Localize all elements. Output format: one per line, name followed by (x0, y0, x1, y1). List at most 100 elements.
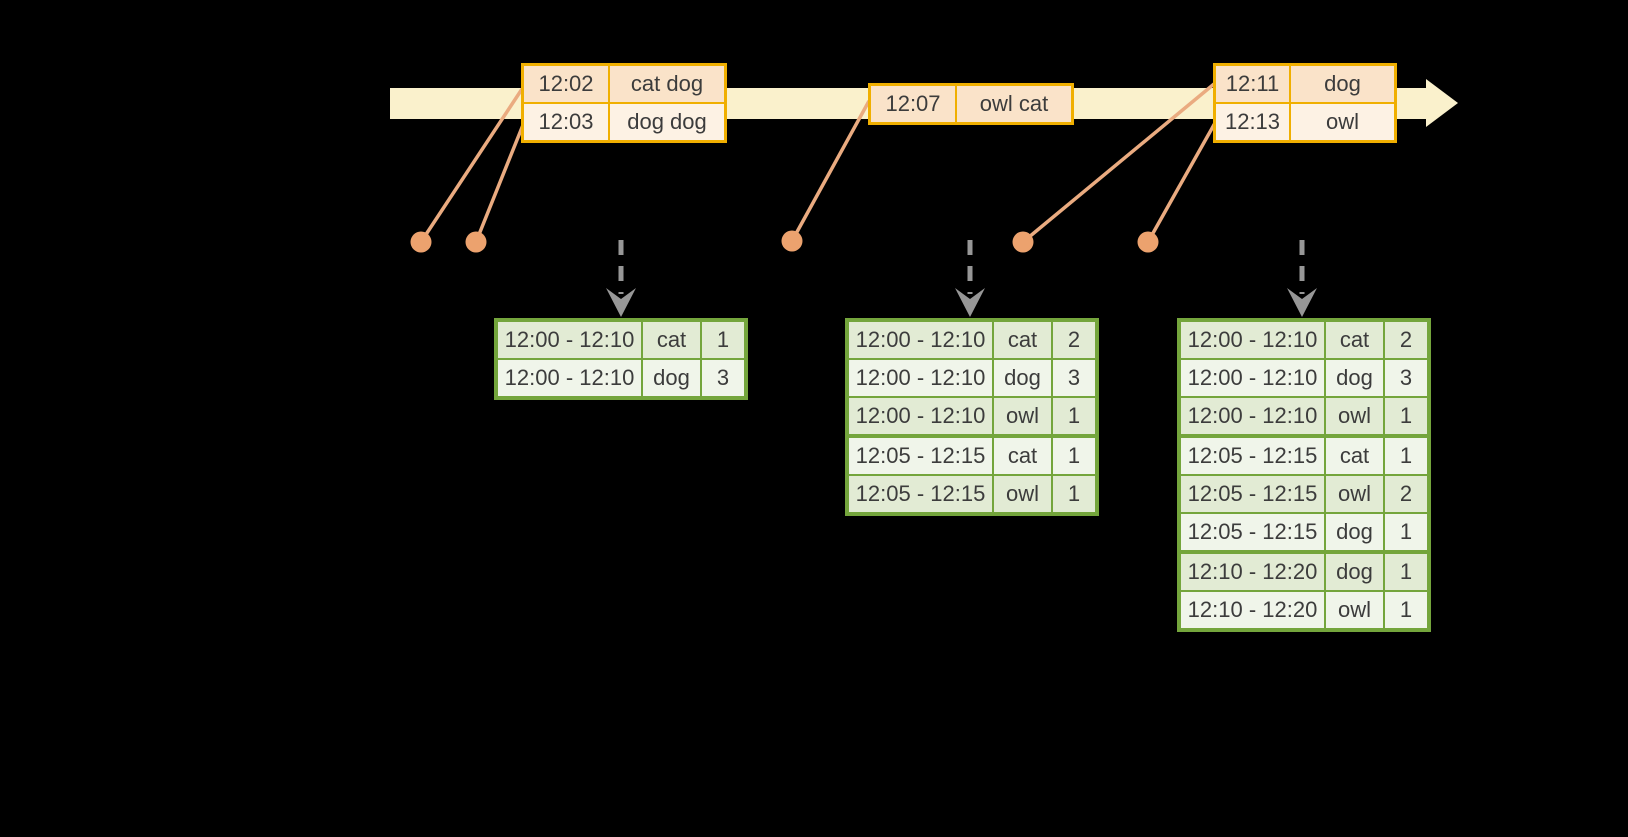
event-connector-line (474, 124, 525, 243)
event-time-cell: 12:07 (871, 86, 955, 122)
event-words-cell: dog dog (608, 104, 724, 140)
result-window-cell: 12:10 - 12:20 (1181, 554, 1324, 590)
event-dot-icon (410, 231, 432, 253)
result-count-cell: 1 (700, 322, 744, 358)
result-count-cell: 3 (1383, 360, 1427, 396)
event-connector-line (419, 88, 524, 243)
result-word-cell: cat (992, 322, 1051, 358)
result-count-cell: 1 (1383, 592, 1427, 628)
result-word-cell: dog (641, 360, 700, 396)
result-count-cell: 2 (1383, 476, 1427, 512)
trigger-arrow (955, 240, 985, 317)
result-window-cell: 12:05 - 12:15 (849, 476, 992, 512)
trigger-arrowhead-icon (955, 288, 985, 317)
result-word-cell: dog (1324, 514, 1383, 550)
result-count-cell: 1 (1383, 514, 1427, 550)
trigger-arrows (606, 240, 1317, 317)
result-window-cell: 12:00 - 12:10 (849, 360, 992, 396)
result-count-cell: 1 (1383, 554, 1427, 590)
result-window-cell: 12:00 - 12:10 (1181, 398, 1324, 434)
result-window-cell: 12:00 - 12:10 (849, 322, 992, 358)
result-word-cell: owl (1324, 476, 1383, 512)
result-word-cell: owl (992, 476, 1051, 512)
result-window-cell: 12:05 - 12:15 (1181, 476, 1324, 512)
result-word-cell: dog (1324, 554, 1383, 590)
event-dot-icon (1137, 231, 1159, 253)
event-dots (410, 230, 1159, 253)
result-count-cell: 1 (1051, 476, 1095, 512)
result-count-cell: 2 (1383, 322, 1427, 358)
event-connector-line (1021, 82, 1216, 244)
trigger-arrowhead-icon (606, 288, 636, 317)
trigger-arrowhead-icon (1287, 288, 1317, 317)
result-count-cell: 3 (1051, 360, 1095, 396)
trigger-arrow (1287, 240, 1317, 317)
result-window-cell: 12:10 - 12:20 (1181, 592, 1324, 628)
result-count-cell: 1 (1051, 438, 1095, 474)
result-word-cell: dog (992, 360, 1051, 396)
result-window-cell: 12:00 - 12:10 (849, 398, 992, 434)
result-window-cell: 12:00 - 12:10 (1181, 360, 1324, 396)
result-word-cell: cat (1324, 322, 1383, 358)
event-time-cell: 12:13 (1216, 104, 1289, 140)
trigger-arrow (606, 240, 636, 317)
result-word-cell: owl (992, 398, 1051, 434)
event-words-cell: owl cat (955, 86, 1071, 122)
event-dot-icon (465, 231, 487, 253)
result-window-cell: 12:05 - 12:15 (1181, 514, 1324, 550)
result-word-cell: owl (1324, 592, 1383, 628)
result-word-cell: cat (992, 438, 1051, 474)
result-count-cell: 1 (1383, 438, 1427, 474)
result-word-cell: dog (1324, 360, 1383, 396)
event-words-cell: owl (1289, 104, 1394, 140)
result-window-cell: 12:00 - 12:10 (498, 360, 641, 396)
event-connector-line (790, 100, 871, 242)
result-window-cell: 12:05 - 12:15 (1181, 438, 1324, 474)
event-dot-icon (781, 230, 803, 252)
event-connector-lines (419, 82, 1217, 244)
result-window-cell: 12:05 - 12:15 (849, 438, 992, 474)
result-count-cell: 3 (700, 360, 744, 396)
event-time-cell: 12:11 (1216, 66, 1289, 102)
result-window-cell: 12:00 - 12:10 (498, 322, 641, 358)
event-words-cell: dog (1289, 66, 1394, 102)
result-count-cell: 1 (1051, 398, 1095, 434)
result-window-cell: 12:00 - 12:10 (1181, 322, 1324, 358)
event-connector-line (1146, 122, 1217, 243)
timeline-arrowhead-icon (1426, 79, 1458, 127)
result-word-cell: owl (1324, 398, 1383, 434)
result-count-cell: 2 (1051, 322, 1095, 358)
result-word-cell: cat (641, 322, 700, 358)
event-dot-icon (1012, 231, 1034, 253)
result-count-cell: 1 (1383, 398, 1427, 434)
result-word-cell: cat (1324, 438, 1383, 474)
event-time-cell: 12:02 (524, 66, 608, 102)
